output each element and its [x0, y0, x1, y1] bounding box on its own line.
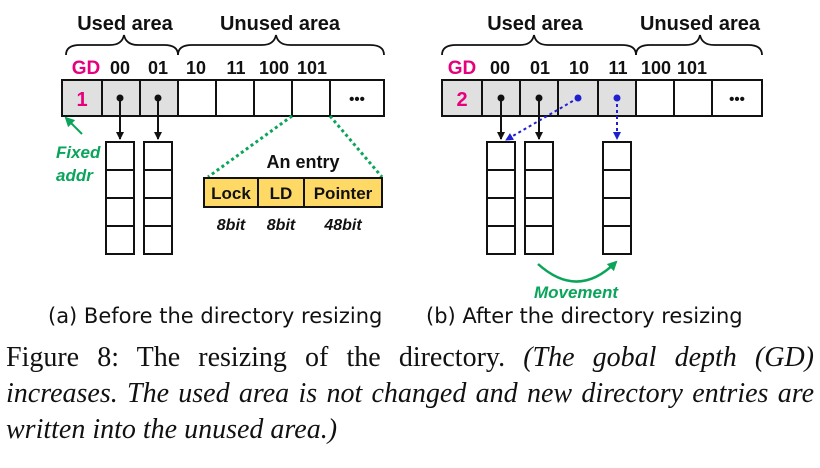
left-gd-value: 1	[76, 89, 87, 111]
left-index-100: 100	[259, 58, 289, 78]
left-dir-cell-11	[215, 79, 255, 117]
entry-zoom-line-left	[207, 114, 293, 179]
right-bucket-b	[524, 141, 554, 255]
entry-size-pointer: 48bit	[323, 217, 362, 234]
entry-field-pointer: Pointer	[314, 184, 373, 203]
fixed-addr-arrow	[64, 116, 83, 135]
figure-caption: Figure 8: The resizing of the directory.…	[6, 340, 814, 448]
entry-size-lock: 8bit	[217, 217, 246, 234]
left-used-area-label: Used area	[77, 13, 173, 35]
right-dir-gd-cell	[441, 79, 483, 117]
entry-zoom-line-right	[328, 115, 384, 178]
right-index-100: 100	[641, 58, 671, 78]
right-pointer-arrow-10	[505, 97, 579, 141]
left-index-01: 01	[148, 58, 168, 78]
left-unused-brace	[177, 34, 385, 56]
left-dir-cell-ellipsis	[329, 79, 385, 117]
entry-field-ld-cell	[257, 177, 305, 208]
entry-size-ld: 8bit	[267, 217, 296, 234]
left-bucket-b	[143, 141, 173, 255]
right-index-11: 11	[608, 58, 627, 78]
entry-title: An entry	[266, 152, 339, 172]
left-dir-cell-100	[253, 79, 293, 117]
right-used-brace	[441, 34, 637, 56]
right-index-00: 00	[490, 58, 510, 78]
entry-field-pointer-cell	[303, 177, 383, 208]
left-dir-cell-101	[291, 79, 331, 117]
entry-field-lock-cell	[203, 177, 259, 208]
left-panel: Used area Unused area GD 00 01 10 11 100…	[56, 13, 385, 255]
fixed-addr-label-line2: addr	[56, 166, 94, 185]
right-unused-area-label: Unused area	[640, 13, 761, 35]
left-index-11: 11	[226, 58, 245, 78]
right-index-01: 01	[530, 58, 550, 78]
figure-caption-italic: (The gobal depth (GD) increases. The use…	[6, 342, 814, 445]
right-dir-cell-100	[635, 79, 675, 117]
right-index-10: 10	[569, 58, 589, 78]
right-ellipsis: •••	[729, 91, 745, 108]
left-unused-area-label: Unused area	[220, 13, 341, 35]
left-dir-cell-10	[177, 79, 217, 117]
right-dir-cell-101	[673, 79, 713, 117]
right-panel: Used area Unused area GD 00 01 10 11 100…	[441, 13, 763, 302]
movement-arrow	[537, 260, 618, 283]
right-gd-value: 2	[456, 89, 467, 111]
right-bucket-a	[486, 141, 516, 255]
left-index-00: 00	[110, 58, 130, 78]
fixed-addr-label-line1: Fixed	[56, 143, 101, 162]
right-used-area-label: Used area	[487, 13, 583, 35]
right-dir-cell-ellipsis	[711, 79, 763, 117]
right-bucket-c	[602, 141, 632, 255]
left-panel-caption: (a) Before the directory resizing	[48, 304, 383, 328]
right-unused-brace	[635, 34, 763, 56]
movement-label: Movement	[534, 283, 619, 302]
right-index-101: 101	[677, 58, 707, 78]
entry-field-lock: Lock	[211, 184, 251, 203]
left-dir-gd-cell	[61, 79, 103, 117]
left-ellipsis: •••	[349, 91, 365, 108]
figure-caption-main: Figure 8: The resizing of the directory.	[6, 342, 524, 373]
left-index-10: 10	[186, 58, 206, 78]
diagram-canvas: Used area Unused area GD 00 01 10 11 100…	[56, 13, 763, 302]
left-bucket-a	[105, 141, 135, 255]
left-gd-label: GD	[72, 58, 101, 79]
left-used-brace	[65, 34, 179, 56]
left-index-101: 101	[297, 58, 327, 78]
right-panel-caption: (b) After the directory resizing	[426, 304, 743, 328]
right-gd-label: GD	[448, 58, 477, 79]
entry-field-ld: LD	[270, 184, 293, 203]
